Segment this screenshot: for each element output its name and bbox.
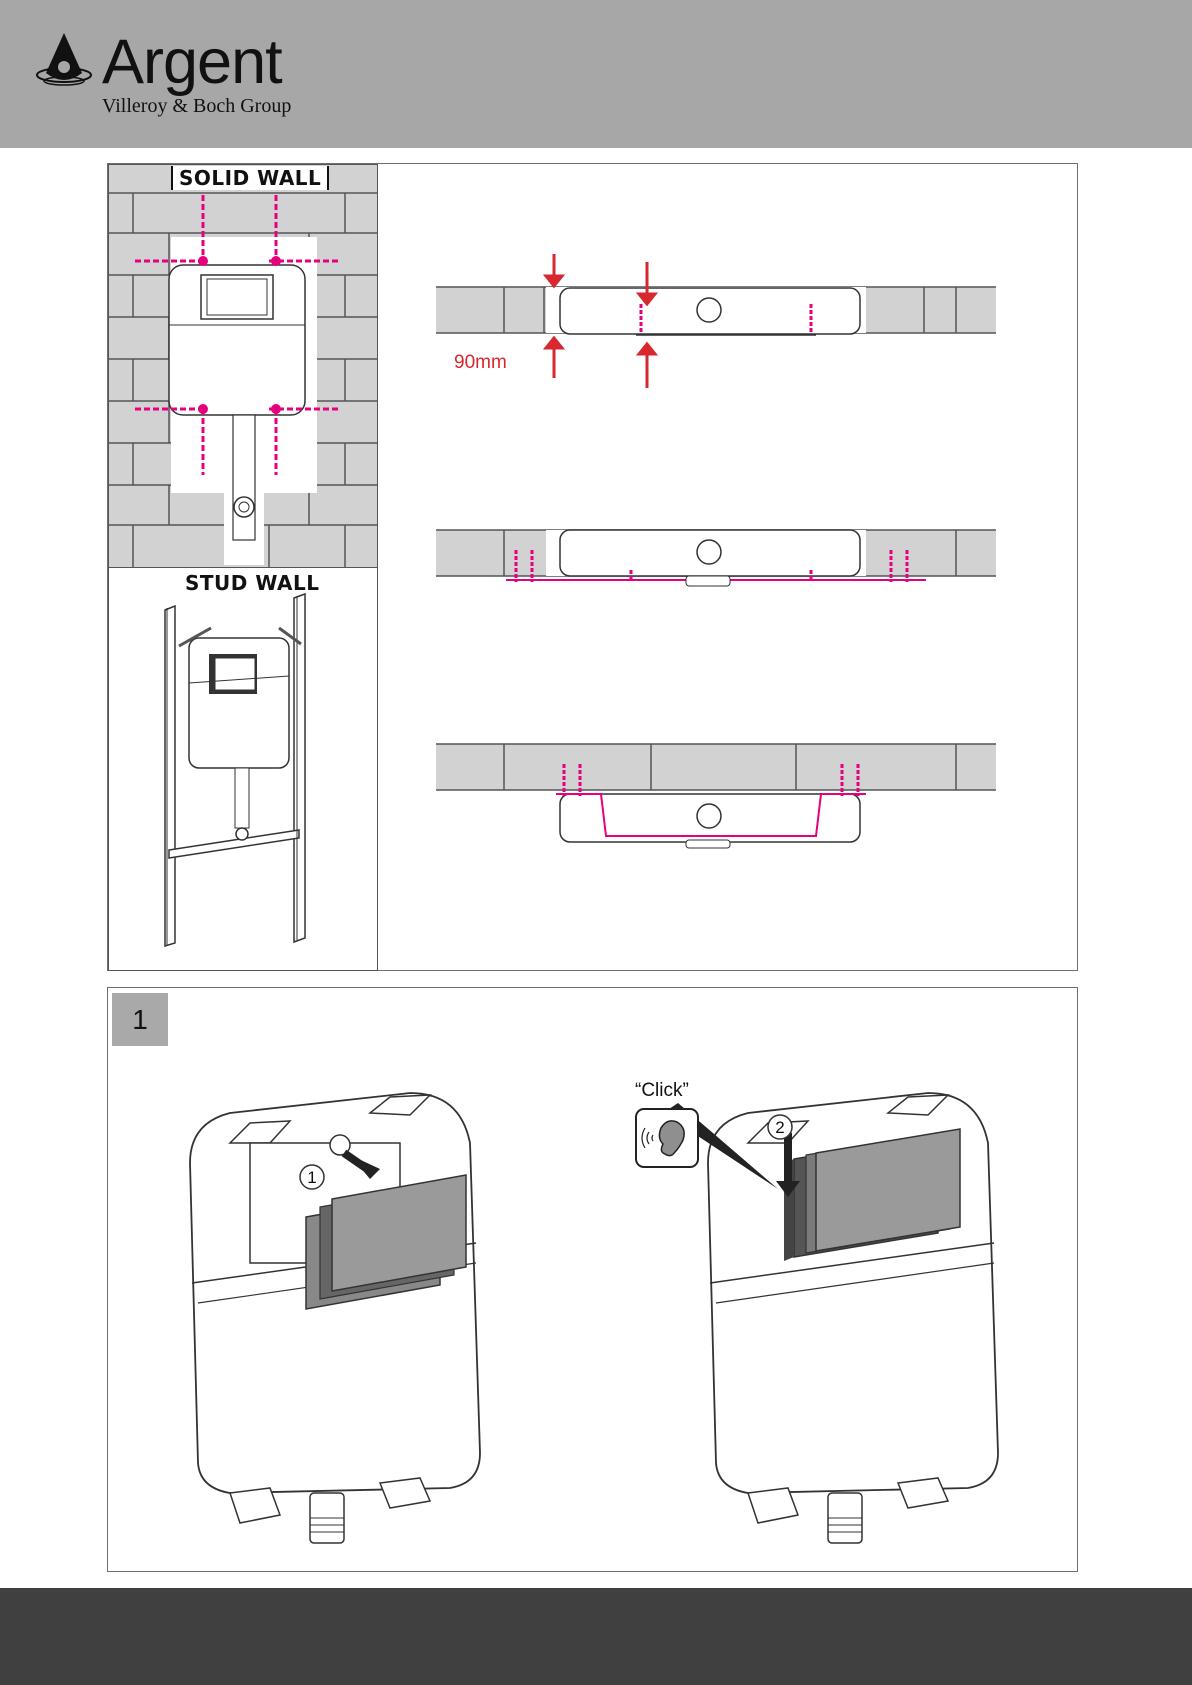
- brand-name: Argent: [102, 26, 282, 98]
- page-header: Argent Villeroy & Boch Group: [0, 0, 1192, 148]
- solid-wall-label: SOLID WALL: [171, 166, 329, 190]
- click-label: “Click”: [635, 1080, 689, 1102]
- solid-wall-drawing: [109, 165, 377, 567]
- callout-1: 1: [307, 1168, 316, 1187]
- solid-wall-illustration: SOLID WALL: [108, 164, 378, 568]
- page-footer: [0, 1588, 1192, 1685]
- argent-drop-logo-icon: [34, 31, 104, 101]
- cistern-insert-illustration: 1: [170, 1083, 500, 1543]
- group-name: Villeroy & Boch Group: [102, 95, 291, 117]
- stud-wall-illustration: STUD WALL: [108, 567, 378, 971]
- flush-mount-section-diagram: [436, 530, 996, 600]
- solid-wall-section-diagram: [436, 254, 996, 414]
- ear-sound-icon: [635, 1108, 699, 1168]
- step-1-panel: 1 1 2: [107, 987, 1078, 1572]
- wall-depth-dimension: 90mm: [454, 352, 507, 374]
- argent-logo: Argent Villeroy & Boch Group: [34, 26, 304, 126]
- step-number-badge: 1: [112, 993, 168, 1046]
- surface-mount-section-diagram: [436, 744, 996, 864]
- installation-options-panel: SOLID WALL STUD WALL: [107, 163, 1078, 971]
- cistern-click-illustration: 2: [698, 1083, 1028, 1543]
- callout-2: 2: [775, 1118, 784, 1137]
- stud-wall-drawing: [109, 568, 377, 970]
